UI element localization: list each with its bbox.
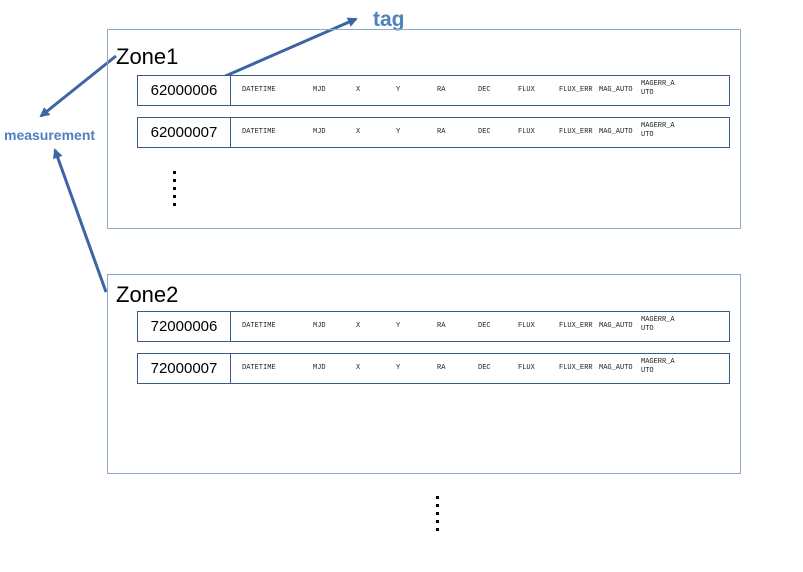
field-datetime: DATETIME [242,322,276,330]
field-datetime: DATETIME [242,128,276,136]
field-mag-auto: MAG_AUTO [599,364,633,372]
zone2-to-measurement-arrow [52,148,108,293]
field-magerr-auto: MAGERR_A UTO [641,358,675,375]
field-mjd: MJD [313,364,326,372]
field-x: X [356,128,361,136]
field-magerr-auto: MAGERR_A UTO [641,122,675,139]
field-mag-auto: MAG_AUTO [599,322,633,330]
field-flux-err: FLUX_ERR [559,128,593,136]
field-flux-err: FLUX_ERR [559,322,593,330]
zone-2-title: Zone2 [116,282,179,307]
tag-id: 72000007 [137,353,231,384]
field-mjd: MJD [313,128,326,136]
tag-id: 62000007 [137,117,231,148]
field-ra: RA [437,364,446,372]
field-x: X [356,364,361,372]
measurement-fields: DATETIME MJD X Y RA DEC FLUX FLUX_ERR MAG_AUTO MA… [230,311,730,342]
measurement-fields: DATETIME MJD X Y RA DEC FLUX FLUX_ERR MAG_AUTO MA… [230,117,730,148]
field-flux-err: FLUX_ERR [559,364,593,372]
measurement-fields: DATETIME MJD X Y RA DEC FLUX FLUX_ERR MAG_AUTO MA… [230,353,730,384]
field-dec: DEC [478,322,491,330]
field-y: Y [396,128,401,136]
zone-1-ellipsis [173,171,177,211]
field-ra: RA [437,322,446,330]
field-y: Y [396,86,401,94]
field-mag-auto: MAG_AUTO [599,128,633,136]
field-flux: FLUX [518,128,535,136]
field-magerr-auto: MAGERR_A UTO [641,80,675,97]
field-x: X [356,322,361,330]
tag-id: 72000006 [137,311,231,342]
field-x: X [356,86,361,94]
field-datetime: DATETIME [242,364,276,372]
field-mjd: MJD [313,322,326,330]
field-y: Y [396,322,401,330]
measurement-label: measurement [4,127,96,143]
field-flux: FLUX [518,364,535,372]
field-ra: RA [437,86,446,94]
zone-1 [107,29,741,229]
zones-ellipsis [436,496,440,536]
field-flux: FLUX [518,322,535,330]
tag-label: tag [373,8,405,31]
field-dec: DEC [478,128,491,136]
field-mag-auto: MAG_AUTO [599,86,633,94]
field-ra: RA [437,128,446,136]
field-flux: FLUX [518,86,535,94]
field-flux-err: FLUX_ERR [559,86,593,94]
field-dec: DEC [478,364,491,372]
zone1-to-measurement-arrow [39,54,117,118]
zone-2 [107,274,741,474]
tag-id: 62000006 [137,75,231,106]
measurement-fields: DATETIME MJD X Y RA DEC FLUX FLUX_ERR MAG_AUTO MA… [230,75,730,106]
zone-1-title: Zone1 [116,44,179,69]
field-y: Y [396,364,401,372]
field-magerr-auto: MAGERR_A UTO [641,316,675,333]
field-dec: DEC [478,86,491,94]
field-datetime: DATETIME [242,86,276,94]
field-mjd: MJD [313,86,326,94]
